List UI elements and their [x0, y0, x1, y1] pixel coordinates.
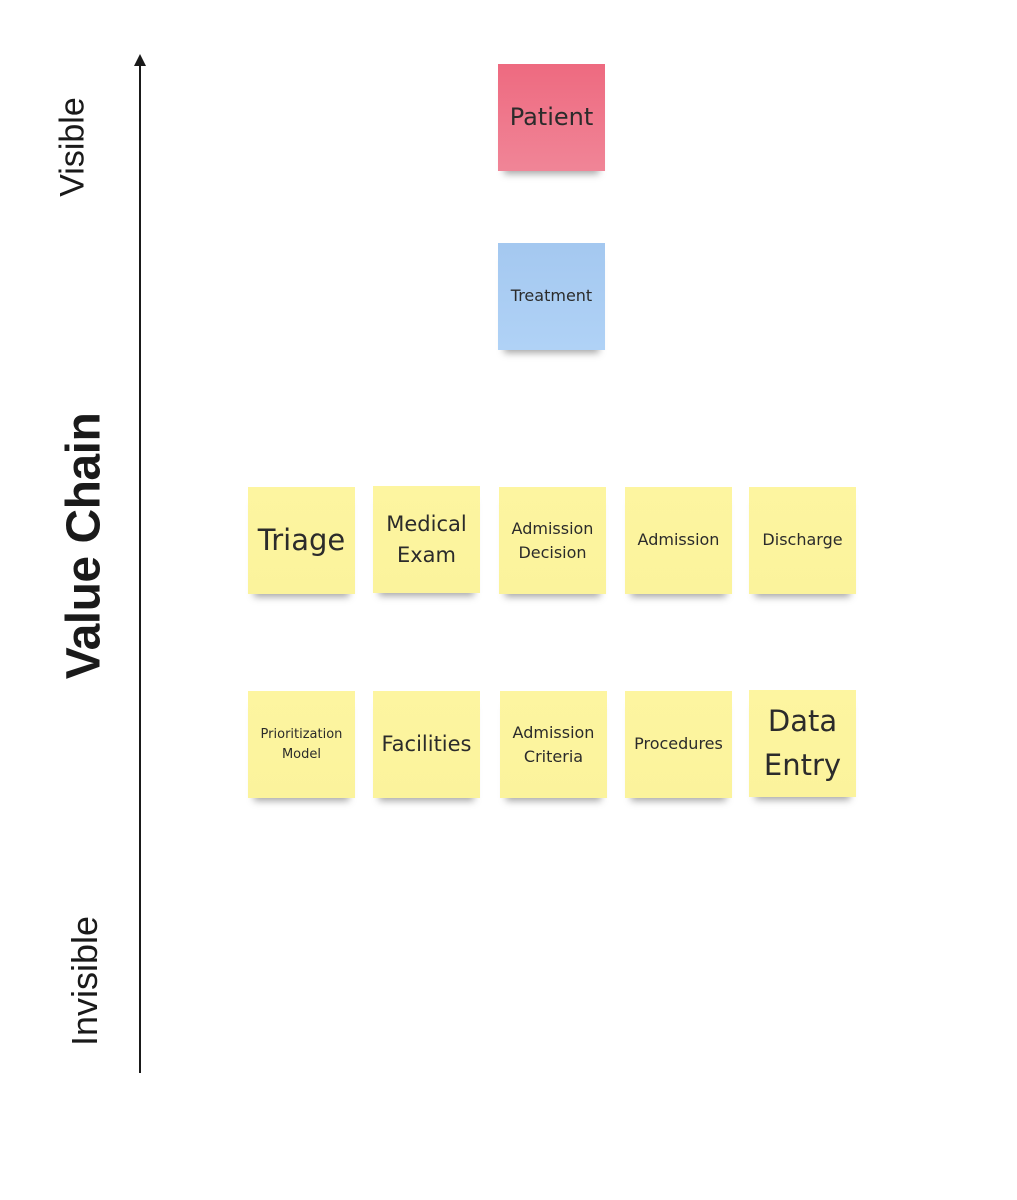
sticky-note-data-entry[interactable]: Data Entry [749, 690, 856, 797]
sticky-note-text: Triage [257, 523, 346, 558]
sticky-note-text: Admission Decision [511, 519, 594, 562]
sticky-note-admission-decision[interactable]: Admission Decision [499, 487, 606, 594]
sticky-note-prioritization-model[interactable]: Prioritization Model [248, 691, 355, 798]
sticky-note-text: Procedures [634, 734, 723, 754]
axis-title: Value Chain [57, 412, 111, 680]
axis-label-visible: Visible [53, 97, 92, 197]
sticky-note-patient[interactable]: Patient [498, 64, 605, 171]
sticky-note-text: Patient [509, 102, 594, 131]
sticky-note-facilities[interactable]: Facilities [373, 691, 480, 798]
sticky-note-treatment[interactable]: Treatment [498, 243, 605, 350]
sticky-note-text: Discharge [762, 530, 843, 550]
sticky-note-text: Admission Criteria [512, 723, 595, 766]
sticky-note-text: Admission [637, 530, 720, 550]
sticky-note-discharge[interactable]: Discharge [749, 487, 856, 594]
sticky-note-text: Data Entry [763, 704, 842, 782]
sticky-note-text: Prioritization Model [260, 727, 343, 762]
sticky-note-admission-criteria[interactable]: Admission Criteria [500, 691, 607, 798]
sticky-note-admission[interactable]: Admission [625, 487, 732, 594]
sticky-note-text: Medical Exam [386, 512, 467, 567]
sticky-note-text: Facilities [381, 731, 472, 756]
arrow-up-icon [134, 54, 146, 66]
sticky-note-medical-exam[interactable]: Medical Exam [373, 486, 480, 593]
sticky-note-triage[interactable]: Triage [248, 487, 355, 594]
sticky-note-text: Treatment [510, 286, 593, 306]
axis-line [139, 62, 141, 1073]
axis-label-invisible: Invisible [64, 915, 105, 1047]
sticky-note-procedures[interactable]: Procedures [625, 691, 732, 798]
